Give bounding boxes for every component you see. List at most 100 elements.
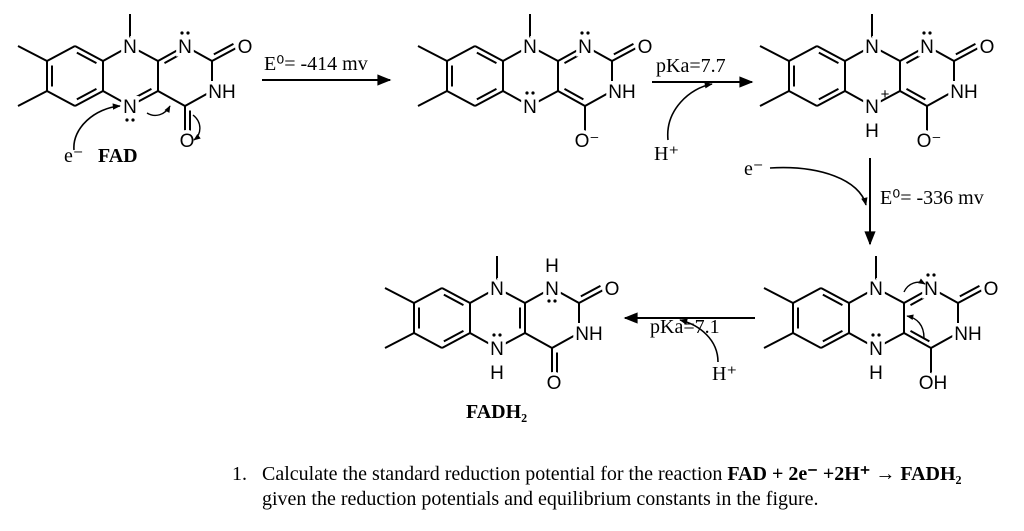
fad-name: FAD bbox=[98, 145, 138, 167]
step4-pka: pKa=7.1 bbox=[650, 316, 720, 338]
lone-pair bbox=[125, 118, 135, 122]
atom-O4: O⁻ bbox=[575, 131, 600, 152]
bond bbox=[820, 332, 850, 349]
electron-label-1: e⁻ bbox=[64, 145, 83, 167]
bond bbox=[792, 287, 822, 304]
atom-H1: H bbox=[545, 256, 559, 277]
bond bbox=[611, 45, 641, 62]
bond bbox=[524, 287, 553, 304]
bond bbox=[871, 90, 901, 107]
bond bbox=[476, 87, 497, 101]
bond bbox=[844, 90, 873, 107]
atom-N10: N bbox=[869, 279, 883, 300]
bond bbox=[502, 90, 531, 107]
bond bbox=[909, 293, 930, 306]
bond bbox=[899, 90, 928, 107]
bond bbox=[446, 45, 476, 62]
bond bbox=[930, 287, 959, 304]
bond bbox=[580, 284, 601, 298]
bond bbox=[759, 90, 790, 107]
atom-O4: O⁻ bbox=[917, 131, 942, 152]
bond bbox=[441, 287, 471, 304]
bond bbox=[848, 287, 877, 304]
bond bbox=[822, 329, 843, 343]
bond bbox=[469, 332, 498, 349]
atom-N3: NH bbox=[208, 82, 235, 103]
bond bbox=[102, 90, 131, 107]
bond bbox=[474, 45, 504, 62]
bond bbox=[76, 87, 97, 101]
electron-label-2: e⁻ bbox=[744, 158, 763, 180]
bond bbox=[953, 45, 983, 62]
atom-H5: H bbox=[869, 363, 883, 384]
lone-pair bbox=[871, 333, 881, 337]
bond bbox=[17, 90, 48, 107]
atom-N10: N bbox=[490, 279, 504, 300]
bond bbox=[875, 332, 905, 349]
question-text: Calculate the standard reduction potenti… bbox=[262, 463, 728, 485]
bond bbox=[131, 87, 152, 101]
atom-N3: NH bbox=[608, 82, 635, 103]
bond bbox=[818, 51, 839, 65]
bond bbox=[443, 329, 464, 343]
bond bbox=[557, 90, 586, 107]
bond bbox=[157, 45, 186, 62]
bond bbox=[213, 42, 234, 56]
bond bbox=[102, 45, 131, 62]
bond bbox=[844, 45, 873, 62]
bond bbox=[441, 332, 471, 349]
bond bbox=[820, 287, 850, 304]
bond bbox=[384, 287, 415, 304]
bond bbox=[759, 45, 790, 62]
bond bbox=[903, 287, 932, 304]
atom-N3: NH bbox=[954, 324, 981, 345]
step3-potential: E⁰= -336 mv bbox=[880, 187, 984, 209]
bond bbox=[469, 287, 498, 304]
bond bbox=[524, 332, 553, 349]
bond bbox=[926, 90, 955, 107]
lone-pair bbox=[547, 299, 557, 303]
bond bbox=[816, 90, 846, 107]
bond bbox=[871, 45, 901, 62]
bond bbox=[584, 90, 613, 107]
atom-N5: N bbox=[869, 339, 883, 360]
atom-N5: N bbox=[123, 97, 137, 118]
bond bbox=[476, 51, 497, 65]
step1-potential: E⁰= -414 mv bbox=[264, 53, 368, 75]
lone-pair bbox=[525, 91, 535, 95]
bond bbox=[563, 88, 584, 101]
atom-N5: N bbox=[523, 97, 537, 118]
bond bbox=[816, 45, 846, 62]
bond bbox=[818, 87, 839, 101]
question-reaction: FAD + 2e⁻ +2H⁺ → FADH₂ bbox=[727, 463, 962, 485]
atom-N1: N bbox=[578, 37, 592, 58]
proton-label-2: H⁺ bbox=[712, 363, 737, 385]
atom-N1: N bbox=[178, 37, 192, 58]
bond bbox=[584, 45, 613, 62]
bond bbox=[417, 90, 448, 107]
atom-N5: N bbox=[865, 97, 879, 118]
bond bbox=[474, 90, 504, 107]
atom-O2: O bbox=[980, 37, 995, 58]
atom-N3: NH bbox=[950, 82, 977, 103]
bond bbox=[955, 42, 976, 56]
proton-curved-arrow-2 bbox=[679, 318, 719, 363]
atom-O2: O bbox=[984, 279, 999, 300]
bond bbox=[613, 42, 634, 56]
lone-pair bbox=[180, 31, 190, 35]
atom-O4: OH bbox=[919, 373, 948, 394]
bond bbox=[909, 330, 930, 343]
lone-pair bbox=[492, 333, 502, 337]
fadh2-name: FADH₂ bbox=[466, 401, 527, 423]
atom-H5: H bbox=[490, 363, 504, 384]
electron-push-arrow-d bbox=[906, 314, 925, 339]
atom-N1: N bbox=[920, 37, 934, 58]
bond bbox=[446, 90, 476, 107]
bond bbox=[74, 90, 104, 107]
bond bbox=[930, 332, 959, 349]
charge-plus: + bbox=[881, 86, 890, 103]
atom-H5: H bbox=[865, 121, 879, 142]
